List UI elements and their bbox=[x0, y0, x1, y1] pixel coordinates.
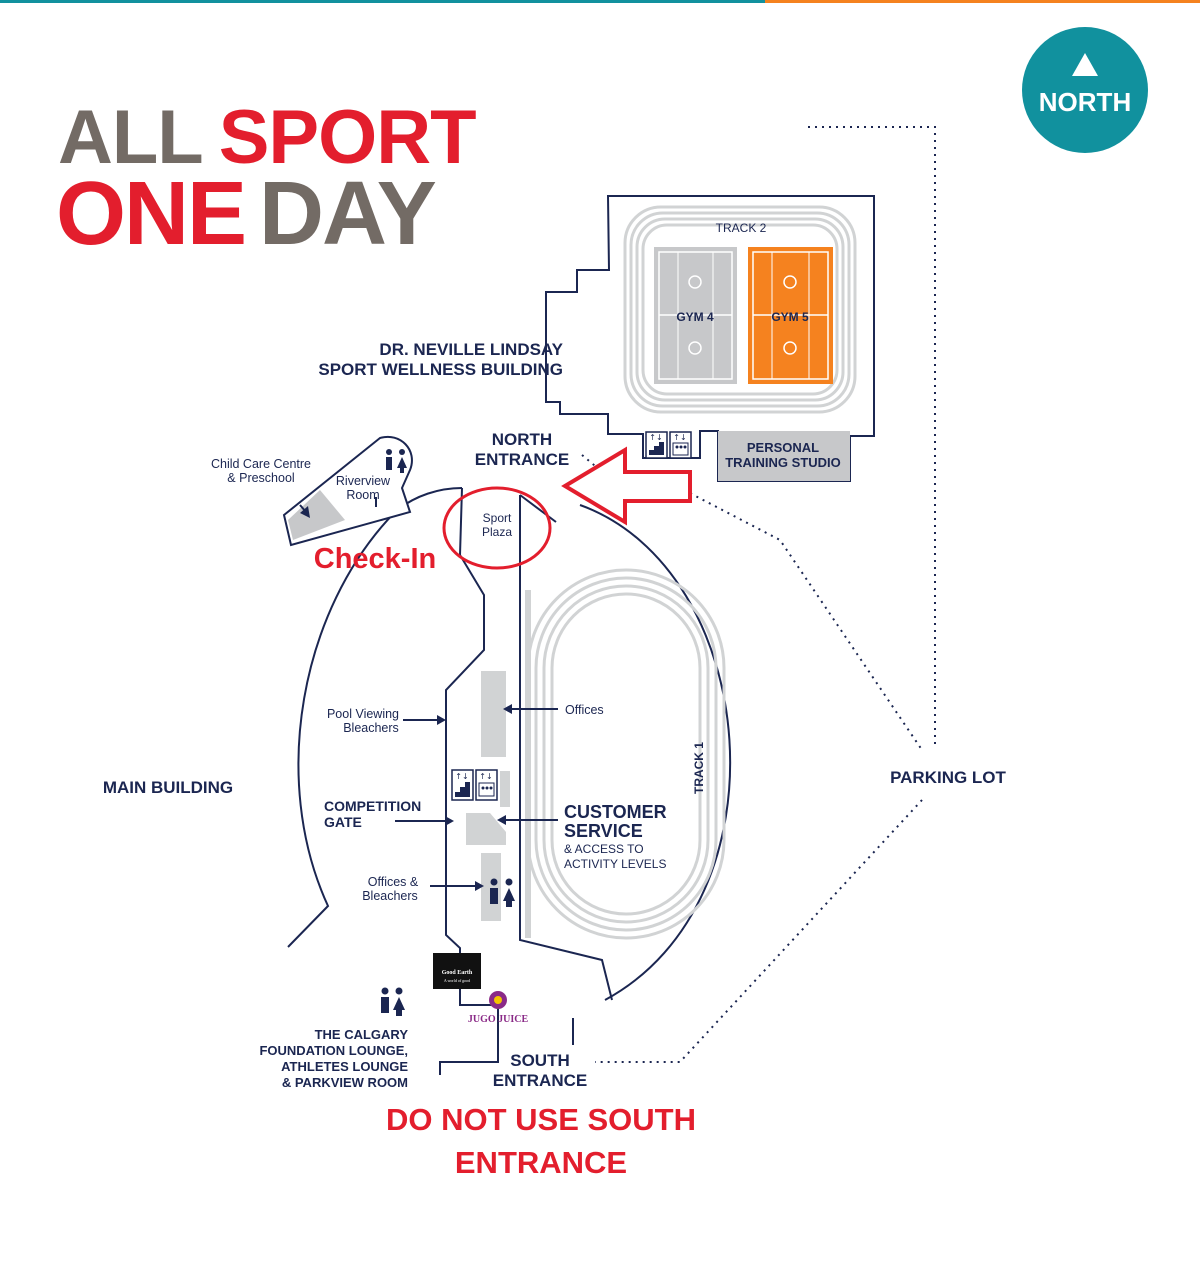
track-2 bbox=[623, 205, 857, 414]
pts-label-2: TRAINING STUDIO bbox=[725, 455, 841, 470]
title-day: DAY bbox=[259, 164, 436, 264]
competition-gate-label-2: GATE bbox=[324, 814, 362, 830]
customer-service-label-1: CUSTOMER bbox=[564, 802, 667, 822]
south-entrance-label-1: SOUTH bbox=[510, 1051, 570, 1070]
customer-service-label-2: SERVICE bbox=[564, 821, 643, 841]
svg-text:A world of good: A world of good bbox=[444, 978, 470, 983]
svg-text:Good Earth: Good Earth bbox=[442, 970, 473, 976]
compass-circle bbox=[1022, 27, 1148, 153]
title-all: ALL bbox=[58, 95, 203, 180]
north-entrance-label-2: ENTRANCE bbox=[475, 450, 569, 469]
restroom-icon-main bbox=[490, 878, 515, 907]
check-in-arrow bbox=[561, 446, 692, 526]
parking-lot-boundary bbox=[581, 126, 936, 1063]
top-accent-teal bbox=[0, 0, 765, 3]
good-earth-logo: Good Earth A world of good bbox=[433, 953, 481, 989]
restroom-icon-south bbox=[381, 987, 405, 1016]
offices-bleachers-label-1: Offices & bbox=[368, 875, 419, 889]
svg-text:↑↓: ↑↓ bbox=[455, 772, 468, 781]
warning-label-1: DO NOT USE SOUTH bbox=[386, 1102, 696, 1137]
riverview-label-2: Room bbox=[346, 488, 379, 502]
svg-text:JUGO JUICE: JUGO JUICE bbox=[468, 1014, 529, 1025]
sport-plaza-label-1: Sport bbox=[483, 511, 512, 525]
pointer-arrows bbox=[299, 497, 558, 891]
childcare-label-1: Child Care Centre bbox=[211, 457, 311, 471]
lounge-label-3: ATHLETES LOUNGE bbox=[281, 1059, 408, 1074]
sport-plaza-label-2: Plaza bbox=[482, 525, 512, 539]
childcare-label-2: & Preschool bbox=[227, 471, 294, 485]
warning-label-2: ENTRANCE bbox=[455, 1145, 627, 1180]
pts-label-1: PERSONAL bbox=[747, 440, 819, 455]
parking-lot-label: PARKING LOT bbox=[890, 768, 1006, 787]
gym-5-label: GYM 5 bbox=[771, 310, 809, 324]
gym-4-label: GYM 4 bbox=[676, 310, 714, 324]
lounge-label-4: & PARKVIEW ROOM bbox=[282, 1075, 408, 1090]
pool-viewing-label-2: Bleachers bbox=[343, 721, 399, 735]
riverview-label-1: Riverview bbox=[336, 474, 391, 488]
restroom-icon-childcare bbox=[386, 449, 407, 473]
top-accent-orange bbox=[765, 0, 1200, 3]
lounge-label-1: THE CALGARY bbox=[315, 1027, 409, 1042]
title-one: ONE bbox=[56, 164, 245, 264]
north-entrance-label-1: NORTH bbox=[492, 430, 552, 449]
track-2-label: TRACK 2 bbox=[716, 221, 767, 235]
compass-label: NORTH bbox=[1039, 87, 1131, 117]
check-in-label: Check-In bbox=[314, 543, 436, 575]
wellness-building-label-2: SPORT WELLNESS BUILDING bbox=[318, 360, 563, 379]
jugo-juice-logo: JUGO JUICE bbox=[468, 991, 529, 1025]
customer-service-label-3: & ACCESS TO bbox=[564, 842, 644, 856]
lounge-label-2: FOUNDATION LOUNGE, bbox=[259, 1043, 408, 1058]
south-entrance-label-2: ENTRANCE bbox=[493, 1071, 587, 1090]
competition-gate-label-1: COMPETITION bbox=[324, 798, 421, 814]
svg-text:↑↓: ↑↓ bbox=[673, 433, 686, 442]
gym-4 bbox=[654, 247, 737, 384]
svg-text:↑↓: ↑↓ bbox=[649, 433, 662, 442]
check-in-circle bbox=[442, 486, 552, 570]
main-building-label: MAIN BUILDING bbox=[103, 778, 233, 797]
north-arrow-icon bbox=[1072, 53, 1098, 76]
pool-viewing-label-1: Pool Viewing bbox=[327, 707, 399, 721]
north-compass: NORTH bbox=[1022, 27, 1148, 153]
gym-5 bbox=[748, 247, 833, 384]
main-building bbox=[287, 487, 732, 1075]
offices-bleachers-label-2: Bleachers bbox=[362, 889, 418, 903]
offices-label: Offices bbox=[565, 703, 604, 717]
personal-training-studio bbox=[718, 431, 850, 481]
stairs-elevator-icon-main: ↑↓ ↑↓ bbox=[451, 769, 498, 801]
track-1-label: TRACK 1 bbox=[692, 742, 706, 794]
wellness-building-label-1: DR. NEVILLE LINDSAY bbox=[379, 340, 563, 359]
stairs-elevator-icon-wellness: ↑↓ ↑↓ bbox=[645, 431, 692, 459]
title-sport: SPORT bbox=[219, 95, 476, 180]
customer-service-label-4: ACTIVITY LEVELS bbox=[564, 857, 667, 871]
svg-text:↑↓: ↑↓ bbox=[479, 772, 492, 781]
childcare-wing bbox=[282, 435, 413, 547]
track-1 bbox=[525, 568, 726, 940]
